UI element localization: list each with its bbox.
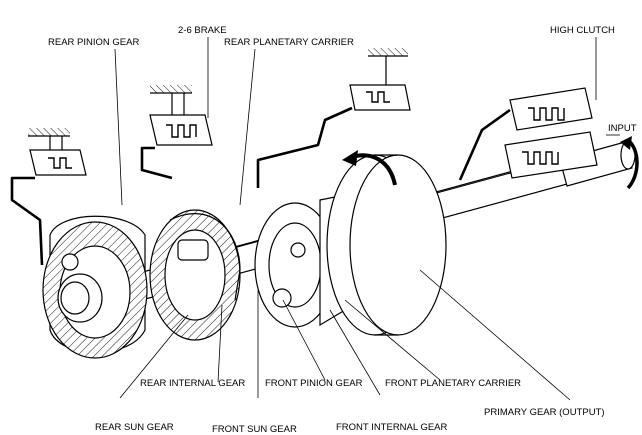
primary-gear-body xyxy=(326,150,447,350)
rear-planetary-carrier-body xyxy=(149,209,241,341)
label-input: INPUT xyxy=(608,123,637,134)
label-rear-sun-gear: REAR SUN GEAR xyxy=(95,422,174,433)
label-rear-internal-gear: REAR INTERNAL GEAR xyxy=(140,378,245,389)
label-front-sun-gear: FRONT SUN GEAR xyxy=(212,424,297,435)
rotation-arrows xyxy=(342,136,639,190)
label-2-6-brake: 2-6 BRAKE xyxy=(178,25,227,36)
label-front-pinion-gear: FRONT PINION GEAR xyxy=(265,378,363,389)
front-carrier-body xyxy=(254,202,336,328)
high-clutch-unit xyxy=(458,87,598,181)
label-front-planetary-carrier: FRONT PLANETARY CARRIER xyxy=(385,378,521,389)
label-front-internal-gear: FRONT INTERNAL GEAR xyxy=(336,422,448,433)
rear-brake-unit xyxy=(10,136,87,266)
label-primary-gear-output: PRIMARY GEAR (OUTPUT) xyxy=(484,407,605,418)
brake-2-6-unit xyxy=(140,93,213,180)
label-rear-pinion-gear: REAR PINION GEAR xyxy=(48,37,139,48)
label-rear-planetary-carrier: REAR PLANETARY CARRIER xyxy=(224,37,354,48)
mid-brake-unit xyxy=(256,56,411,188)
label-high-clutch: HIGH CLUTCH xyxy=(550,25,615,36)
callout-labels: REAR PINION GEAR 2-6 BRAKE REAR PLANETAR… xyxy=(48,25,637,435)
leader-lines xyxy=(114,37,620,401)
rear-drum xyxy=(42,215,148,359)
ground-anchors xyxy=(28,48,408,137)
